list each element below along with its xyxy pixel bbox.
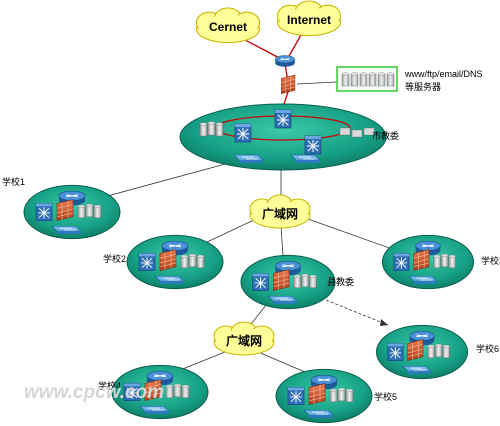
- core-router-icon: [274, 55, 296, 68]
- label-school5: 学校5: [374, 391, 397, 402]
- watermark: www.cpcw.com: [24, 382, 164, 403]
- cloud-wan-top-label: 广域网: [262, 206, 298, 221]
- server-label-line2: 等服务器: [405, 81, 441, 92]
- label-school4: 学校4: [98, 380, 121, 391]
- label-school6: 学校6: [476, 343, 499, 354]
- link-firewall-city: [283, 91, 289, 105]
- arrow-school6: [380, 319, 388, 326]
- cloud-cernet-label: Cernet: [209, 20, 247, 34]
- server-label-line1: www/ftp/email/DNS: [404, 69, 483, 79]
- link-county-school6: [325, 299, 389, 326]
- city-l3switch-top-icon: [274, 109, 292, 129]
- school2-node: [127, 235, 223, 288]
- city-server-group-icon: [200, 122, 223, 136]
- label-school1: 学校1: [2, 176, 25, 187]
- city-l3switch-left-icon: [234, 123, 252, 143]
- label-school3: 学校3: [481, 255, 500, 266]
- label-city-bureau: 市教委: [372, 130, 399, 141]
- link-wan-county: [280, 225, 284, 257]
- school1-node: [24, 185, 120, 238]
- label-school2: 学校2: [103, 253, 126, 264]
- school5-node: [276, 369, 372, 422]
- school6-node: [376, 325, 467, 378]
- link-wan-school2: [204, 217, 259, 244]
- cloud-wan-bottom-label: 广域网: [226, 333, 262, 348]
- link-city-school1: [99, 159, 241, 199]
- link-wan-school5: [257, 351, 306, 373]
- link-firewall-servers: [296, 81, 338, 85]
- city-bureau-node: [179, 103, 387, 171]
- school3-node: [382, 235, 473, 288]
- cloud-internet-label: Internet: [287, 13, 331, 27]
- label-county-bureau: 县教委: [327, 276, 354, 287]
- link-wan-school4: [179, 349, 231, 371]
- link-wan-school3: [307, 218, 396, 251]
- city-l3switch-right-icon: [304, 135, 322, 155]
- city-workstations-icon: [339, 127, 375, 138]
- county-bureau-node: [241, 255, 335, 308]
- core-firewall-icon: [281, 74, 296, 94]
